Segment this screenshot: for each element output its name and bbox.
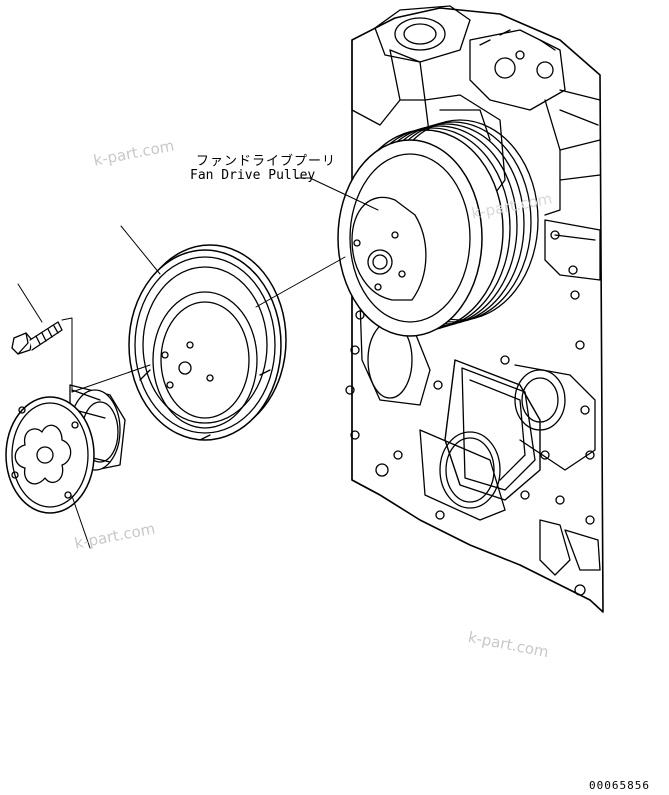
fan-drive-pulley-installed (337, 119, 539, 337)
crankshaft-pulley (128, 244, 287, 441)
leader-lines (17, 177, 379, 549)
part-label-japanese: ファンドライブプーリ (196, 154, 337, 169)
part-label-english: Fan Drive Pulley (190, 168, 316, 183)
bolt (11, 321, 63, 355)
figure-number: 00065856 (589, 779, 650, 792)
coupling-flange (5, 384, 126, 514)
